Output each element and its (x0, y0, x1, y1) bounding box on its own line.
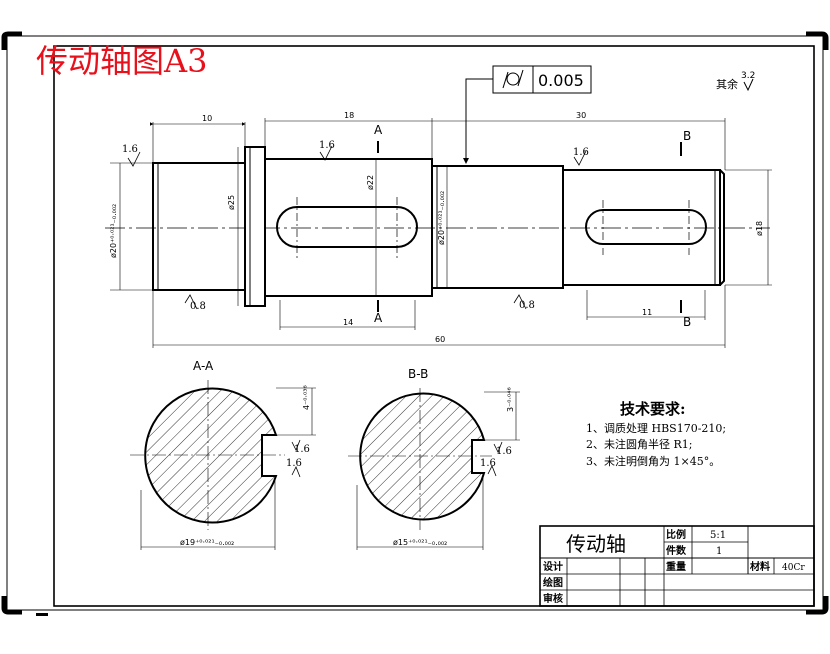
dim-11: 11 (642, 308, 652, 317)
corner-mark-br (806, 596, 829, 615)
section-aa-view (130, 380, 316, 550)
section-a-bottom: A (374, 311, 383, 325)
keyway-b (585, 209, 707, 245)
roughness-left-bottom: 0.8 (190, 301, 206, 312)
title-part-name: 传动轴 (566, 532, 626, 556)
roughness-right-top: 1.6 (573, 147, 589, 158)
keyway-a (276, 206, 418, 248)
section-b-top: B (683, 129, 691, 143)
corner-mark-tr (806, 31, 829, 50)
requirement-item-3: 3、未注明倒角为 1×45°。 (586, 454, 720, 468)
roughness-mid-top: 1.6 (319, 140, 335, 151)
roughness-mid-bottom: 0.8 (519, 300, 535, 311)
title-scale-value: 5:1 (710, 530, 726, 541)
title-scale-label: 比例 (666, 528, 686, 541)
dim-phi25: ø25 (227, 195, 236, 210)
title-qty-value: 1 (716, 546, 722, 557)
roughness-bb-top: 1.6 (496, 446, 512, 457)
title-material-label: 材料 (750, 560, 770, 573)
requirement-item-2: 2、未注圆角半径 R1; (586, 437, 692, 451)
dim-14: 14 (343, 318, 353, 327)
title-design-label: 设计 (543, 560, 563, 573)
tolerance-value: 0.005 (538, 71, 584, 90)
roughness-left-top: 1.6 (122, 144, 138, 155)
roughness-aa-bottom: 1.6 (286, 458, 302, 469)
other-surfaces-label: 其余 (716, 77, 738, 91)
dim-phi19: ø19⁺⁰·⁰²¹₋₀.₀₀₂ (180, 538, 234, 547)
dim-phi22: ø22 (366, 175, 375, 190)
drawing-title: 传动轴图A3 (36, 42, 207, 80)
requirement-item-1: 1、调质处理 HBS170-210; (586, 422, 726, 435)
shaft-main-view (105, 141, 770, 313)
other-surfaces-value: 3.2 (741, 71, 755, 81)
sheet-inner-border (53, 45, 815, 607)
title-weight-label: 重量 (666, 560, 686, 573)
section-bb-label: B-B (408, 367, 428, 381)
cylindricity-icon (502, 69, 524, 89)
dim-18: 18 (344, 111, 354, 120)
section-aa-label: A-A (193, 359, 214, 373)
corner-mark-tl (1, 31, 22, 50)
dim-phi20-left: ø20⁺⁰·⁰²¹₋₀.₀₀₂ (109, 204, 118, 258)
roughness-marks (127, 145, 587, 310)
sheet-outer-border (6, 35, 824, 611)
dim-30: 30 (576, 111, 586, 120)
dim-10: 10 (202, 114, 212, 123)
roughness-symbol (743, 78, 754, 92)
corner-mark-bl (1, 596, 22, 615)
roughness-bb-bottom: 1.6 (480, 458, 496, 469)
dim-phi20-mid: ø20⁺⁰·⁰²¹₋₀.₀₀₂ (437, 191, 446, 245)
requirements-heading: 技术要求: (620, 400, 686, 418)
title-material-value: 40Cr (782, 563, 805, 573)
dim-phi15: ø15⁺⁰·⁰²¹₋₀.₀₀₂ (393, 538, 447, 547)
title-block (539, 525, 815, 607)
section-b-bottom: B (683, 315, 691, 329)
title-qty-label: 件数 (666, 544, 687, 557)
title-review-label: 审核 (543, 592, 563, 605)
section-bb-view (348, 388, 520, 550)
title-drawing-label: 绘图 (543, 576, 563, 589)
section-a-top: A (374, 123, 383, 137)
roughness-aa-top: 1.6 (294, 444, 310, 455)
dim-60: 60 (435, 335, 445, 344)
dim-key3: 3⁻⁰·⁰⁴⁶ (506, 387, 515, 412)
dim-key4: 4⁻⁰·⁰³⁶ (302, 385, 311, 410)
dimension-lines (110, 118, 772, 348)
dim-phi18: ø18 (755, 221, 764, 236)
